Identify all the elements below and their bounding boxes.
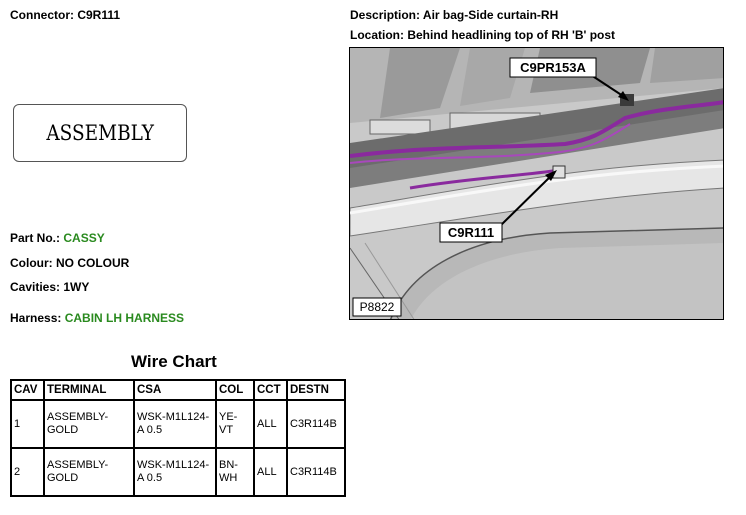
description-line: Description: Air bag-Side curtain-RH (350, 8, 558, 22)
cell-cct: ALL (253, 399, 288, 449)
part-no-label: Part No.: (10, 231, 61, 245)
cavities-label: Cavities: (10, 280, 61, 294)
callout-box-c9r111 (439, 222, 503, 243)
cell-csa: WSK-M1L124-A 0.5 (133, 447, 217, 497)
cell-terminal: ASSEMBLY-GOLD (43, 447, 135, 497)
callout-c9pr153a: C9PR153A (520, 60, 586, 75)
harness-label: Harness: (10, 311, 62, 325)
harness-value: CABIN LH HARNESS (64, 311, 185, 325)
location-line: Location: Behind headlining top of RH 'B… (350, 28, 615, 42)
cell-terminal: ASSEMBLY-GOLD (43, 399, 135, 449)
table-row: 2 ASSEMBLY-GOLD WSK-M1L124-A 0.5 BN-WH A… (10, 447, 346, 497)
harness-line: Harness: CABIN LH HARNESS (10, 311, 184, 325)
callout-box-c9pr153a (509, 57, 597, 78)
cell-cav: 2 (10, 447, 45, 497)
callout-c9r111: C9R111 (448, 225, 494, 240)
wire-chart-header-row: CAV TERMINAL CSA COL CCT DESTN (10, 379, 346, 401)
assembly-image-box: ASSEMBLY (13, 104, 187, 162)
header-cct: CCT (253, 379, 288, 401)
colour-label: Colour: (10, 256, 53, 270)
cell-cav: 1 (10, 399, 45, 449)
cell-destn: C3R114B (286, 399, 346, 449)
cavities-line: Cavities: 1WY (10, 280, 89, 294)
cell-col: BN-WH (215, 447, 255, 497)
wire-chart-title: Wire Chart (131, 352, 217, 371)
part-no-line: Part No.: CASSY (10, 231, 105, 245)
cell-csa: WSK-M1L124-A 0.5 (133, 399, 217, 449)
header-col: COL (215, 379, 255, 401)
table-row: 1 ASSEMBLY-GOLD WSK-M1L124-A 0.5 YE-VT A… (10, 399, 346, 449)
cell-col: YE-VT (215, 399, 255, 449)
description-label: Description: (350, 8, 421, 22)
connector-line: Connector: C9R111 (10, 8, 120, 22)
cavities-value: 1WY (63, 280, 90, 294)
connector-label: Connector: (10, 8, 74, 22)
photo-ref-box (352, 297, 402, 317)
location-value: Behind headlining top of RH 'B' post (407, 28, 616, 42)
colour-line: Colour: NO COLOUR (10, 256, 129, 270)
location-photo: C9PR153A C9R111 P8822 (349, 47, 724, 320)
cell-destn: C3R114B (286, 447, 346, 497)
header-cav: CAV (10, 379, 45, 401)
photo-ref-label: P8822 (360, 300, 395, 314)
location-photo-drawing: C9PR153A C9R111 P8822 (350, 48, 723, 319)
location-label: Location: (350, 28, 404, 42)
header-terminal: TERMINAL (43, 379, 135, 401)
wire-chart-table: CAV TERMINAL CSA COL CCT DESTN 1 ASSEMBL… (10, 379, 346, 497)
assembly-stamp-text: ASSEMBLY (46, 121, 154, 145)
header-csa: CSA (133, 379, 217, 401)
part-no-value: CASSY (63, 231, 105, 245)
header-destn: DESTN (286, 379, 346, 401)
connector-value: C9R111 (77, 8, 121, 22)
cell-cct: ALL (253, 447, 288, 497)
description-value: Air bag-Side curtain-RH (422, 8, 559, 22)
colour-value: NO COLOUR (56, 256, 130, 270)
